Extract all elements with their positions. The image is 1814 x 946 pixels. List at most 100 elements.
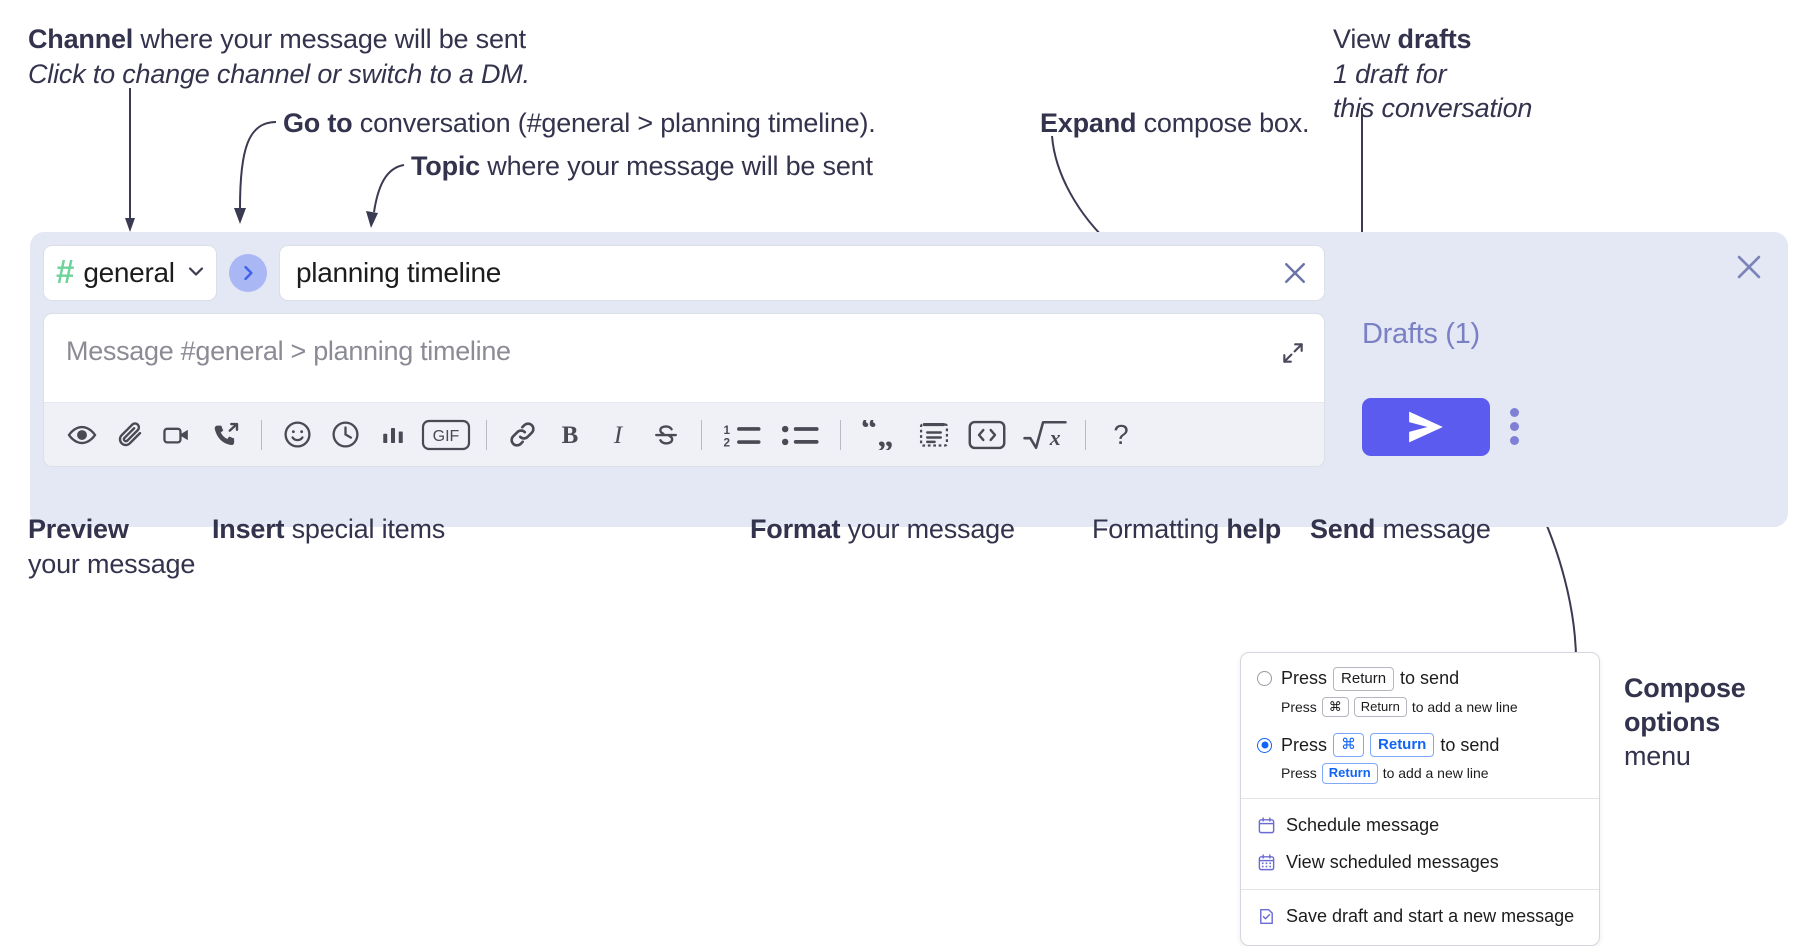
message-box: Message #general > planning timeline xyxy=(43,313,1325,467)
annotation-preview-bold: Preview xyxy=(28,514,129,544)
annotation-compose-options: Compose options menu xyxy=(1624,672,1814,773)
svg-text:GIF: GIF xyxy=(433,428,460,445)
annotation-insert: Insert special items xyxy=(212,512,445,547)
annotation-compose-options-line2: options xyxy=(1624,706,1721,737)
key-return: Return xyxy=(1321,762,1378,784)
svg-text:1: 1 xyxy=(723,423,730,436)
compose-header-row: # general planning timeline xyxy=(43,245,1325,301)
code-block-icon[interactable] xyxy=(910,411,958,459)
option-cmd-return-label: Press ⌘ Return to send xyxy=(1281,733,1499,757)
menu-item-save-draft[interactable]: Save draft and start a new message xyxy=(1241,898,1599,935)
video-camera-icon[interactable] xyxy=(154,411,202,459)
poll-bar-chart-icon[interactable] xyxy=(369,411,417,459)
kebab-dot xyxy=(1510,436,1519,445)
svg-text:I: I xyxy=(613,422,624,449)
annotation-goto-rest: conversation (#general > planning timeli… xyxy=(352,108,876,138)
send-behavior-section: Press Return to send Press ⌘ Return to a… xyxy=(1241,653,1599,798)
preview-eye-icon[interactable] xyxy=(58,411,106,459)
annotation-channel-bold: Channel xyxy=(28,24,134,54)
annotation-drafts-sub2: this conversation xyxy=(1333,93,1533,124)
save-draft-icon xyxy=(1257,907,1276,926)
option-return-subtext: Press ⌘ Return to add a new line xyxy=(1241,693,1599,722)
key-return: Return xyxy=(1333,667,1395,691)
svg-text:“: “ xyxy=(861,420,877,447)
option-cmd-return-subtext: Press Return to add a new line xyxy=(1241,759,1599,788)
radio-selected-icon[interactable] xyxy=(1257,737,1272,753)
svg-text:B: B xyxy=(562,422,579,449)
svg-text:„: „ xyxy=(877,420,893,450)
annotation-drafts-sub1: 1 draft for xyxy=(1333,58,1447,89)
clock-icon[interactable] xyxy=(321,411,369,459)
code-snippet-icon[interactable] xyxy=(958,411,1016,459)
annotation-drafts-bold: drafts xyxy=(1397,24,1472,54)
message-placeholder: Message #general > planning timeline xyxy=(66,336,511,366)
option-cmd-return-to-send[interactable]: Press ⌘ Return to send xyxy=(1241,731,1599,759)
italic-icon[interactable]: I xyxy=(594,411,642,459)
compose-options-menu-button[interactable] xyxy=(1510,408,1519,445)
attachment-paperclip-icon[interactable] xyxy=(106,411,154,459)
goto-conversation-button[interactable] xyxy=(229,254,267,292)
bulleted-list-icon[interactable] xyxy=(771,411,829,459)
gif-icon[interactable]: GIF xyxy=(417,411,475,459)
menu-divider xyxy=(1241,797,1599,799)
option-1-suffix: to send xyxy=(1440,734,1500,755)
annotation-preview-rest: your message xyxy=(28,548,196,579)
annotation-formatting-help-bold: help xyxy=(1226,514,1282,544)
annotation-channel-rest: where your message will be sent xyxy=(133,24,526,54)
help-question-icon[interactable]: ? xyxy=(1097,411,1145,459)
menu-item-label: Schedule message xyxy=(1286,814,1440,835)
svg-text:x: x xyxy=(1049,426,1061,450)
link-icon[interactable] xyxy=(498,411,546,459)
drafts-link[interactable]: Drafts (1) xyxy=(1362,318,1480,350)
key-command: ⌘ xyxy=(1321,696,1349,718)
channel-name-label: general xyxy=(83,257,175,288)
strikethrough-icon[interactable] xyxy=(642,411,690,459)
math-icon[interactable]: x xyxy=(1016,411,1074,459)
blockquote-icon[interactable]: “„ xyxy=(852,411,910,459)
close-icon[interactable] xyxy=(1280,258,1310,288)
toolbar-divider xyxy=(840,419,841,450)
key-command: ⌘ xyxy=(1333,733,1365,757)
annotation-insert-bold: Insert xyxy=(212,514,285,544)
annotation-format-rest: your message xyxy=(840,514,1015,544)
expand-icon[interactable] xyxy=(1280,340,1306,371)
option-1-prefix: Press xyxy=(1281,734,1328,755)
menu-item-label: Save draft and start a new message xyxy=(1286,905,1575,926)
bold-icon[interactable]: B xyxy=(546,411,594,459)
menu-divider xyxy=(1241,888,1599,890)
option-return-to-send[interactable]: Press Return to send xyxy=(1241,665,1599,693)
formatting-toolbar: GIF B I xyxy=(44,402,1324,466)
audio-clip-icon[interactable] xyxy=(202,411,250,459)
annotation-topic-rest: where your message will be sent xyxy=(480,151,873,181)
annotation-send-rest: message xyxy=(1375,514,1491,544)
compose-inner: # general planning timeline xyxy=(43,245,1325,467)
annotation-channel: Channel where your message will be sent … xyxy=(28,22,530,91)
topic-value: planning timeline xyxy=(296,257,502,288)
compose-options-menu: Press Return to send Press ⌘ Return to a… xyxy=(1240,652,1600,946)
annotation-send-bold: Send xyxy=(1310,514,1376,544)
panel-close-icon[interactable] xyxy=(1732,250,1766,289)
topic-input[interactable]: planning timeline xyxy=(279,245,1325,301)
option-0-suffix: to send xyxy=(1400,668,1460,689)
annotation-drafts-lead: View xyxy=(1333,24,1398,54)
kebab-dot xyxy=(1510,408,1519,417)
menu-item-view-scheduled[interactable]: View scheduled messages xyxy=(1241,844,1599,881)
annotation-insert-rest: special items xyxy=(284,514,446,544)
channel-selector[interactable]: # general xyxy=(43,245,217,301)
annotation-expand-bold: Expand xyxy=(1040,108,1137,138)
message-input[interactable]: Message #general > planning timeline xyxy=(44,314,1324,402)
emoji-icon[interactable] xyxy=(273,411,321,459)
calendar-schedule-icon xyxy=(1257,816,1276,835)
key-return: Return xyxy=(1353,696,1407,718)
chevron-down-icon xyxy=(184,259,208,288)
annotation-topic: Topic where your message will be sent xyxy=(411,149,873,184)
radio-unselected-icon[interactable] xyxy=(1257,671,1272,687)
toolbar-divider xyxy=(261,419,262,450)
annotation-format: Format your message xyxy=(750,512,1015,547)
menu-item-schedule-message[interactable]: Schedule message xyxy=(1241,807,1599,844)
send-button[interactable] xyxy=(1362,398,1490,456)
annotation-compose-options-line1: Compose xyxy=(1624,673,1746,703)
menu-item-label: View scheduled messages xyxy=(1286,851,1499,872)
